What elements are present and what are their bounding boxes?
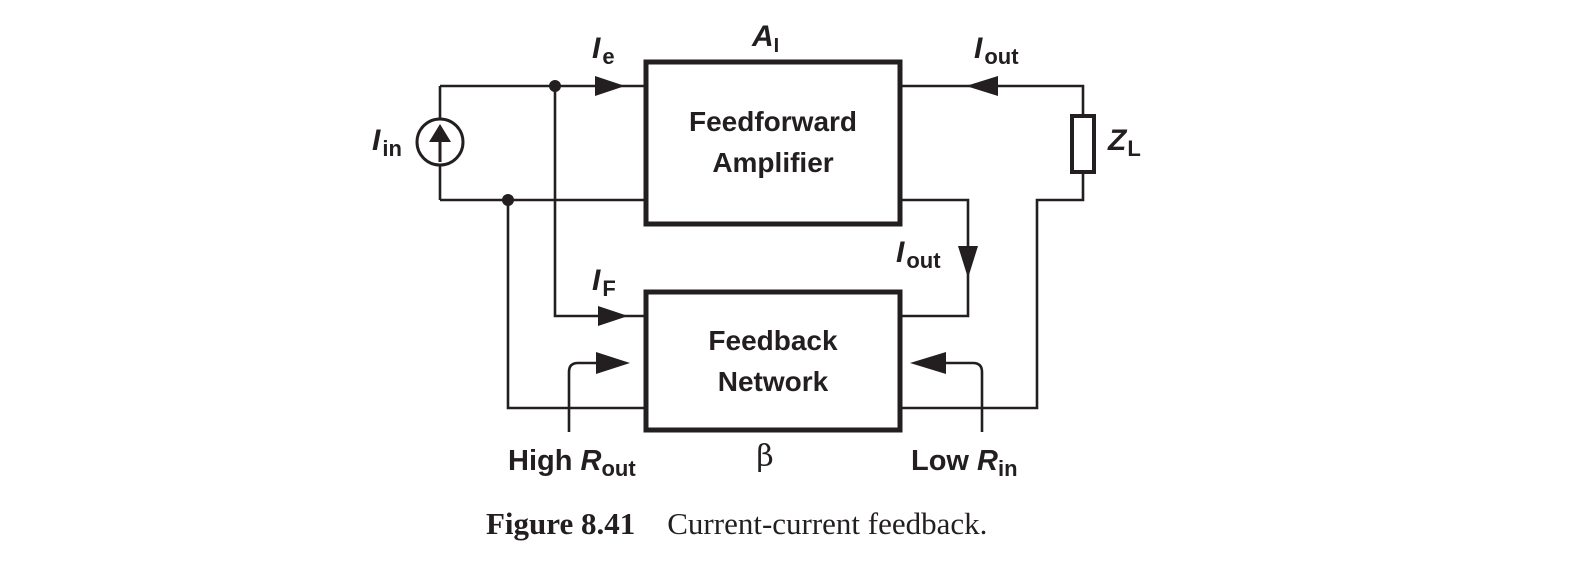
iout-mid-label: Iout <box>896 236 941 273</box>
ie-arrow-icon <box>595 76 625 96</box>
feedforward-label-line2: Amplifier <box>712 147 833 178</box>
junction-dot-top <box>549 80 561 92</box>
high-rout-arrow-icon <box>596 352 630 374</box>
ie-label: Ie <box>592 32 615 69</box>
caption-number: Figure 8.41 <box>486 506 635 541</box>
iin-label: Iin <box>372 124 402 161</box>
resistor-icon <box>1070 114 1096 174</box>
current-source-up-arrow-icon <box>415 117 465 167</box>
gain-label: AI <box>751 20 779 57</box>
figure-caption: Figure 8.41 Current-current feedback. <box>486 506 987 541</box>
feedback-label-line1: Feedback <box>708 325 838 356</box>
low-rin-lead <box>944 361 984 432</box>
low-rin-label: Low Rin <box>911 445 1018 481</box>
high-rout-lead <box>567 361 598 432</box>
feedforward-label-line1: Feedforward <box>689 106 857 137</box>
low-rin-arrow-icon <box>910 352 946 374</box>
caption-text: Current-current feedback. <box>667 506 987 541</box>
iout-top-arrow-icon <box>966 76 998 96</box>
junction-dot-bottom <box>502 194 514 206</box>
beta-label: β <box>756 439 773 474</box>
high-rout-label: High Rout <box>508 445 636 481</box>
zl-label: ZL <box>1107 124 1141 161</box>
iout-mid-arrow-icon <box>958 246 978 278</box>
if-arrow-icon <box>598 306 628 326</box>
iout-top-label: Iout <box>974 32 1019 69</box>
wire-feedback-return-left <box>506 200 646 410</box>
wire-load-bottom <box>900 172 1085 410</box>
wire-output-top <box>900 84 1085 116</box>
feedforward-amplifier-block <box>643 59 903 227</box>
feedback-network-block <box>643 289 903 433</box>
feedback-label-line2: Network <box>718 366 829 397</box>
if-label: IF <box>592 264 616 301</box>
